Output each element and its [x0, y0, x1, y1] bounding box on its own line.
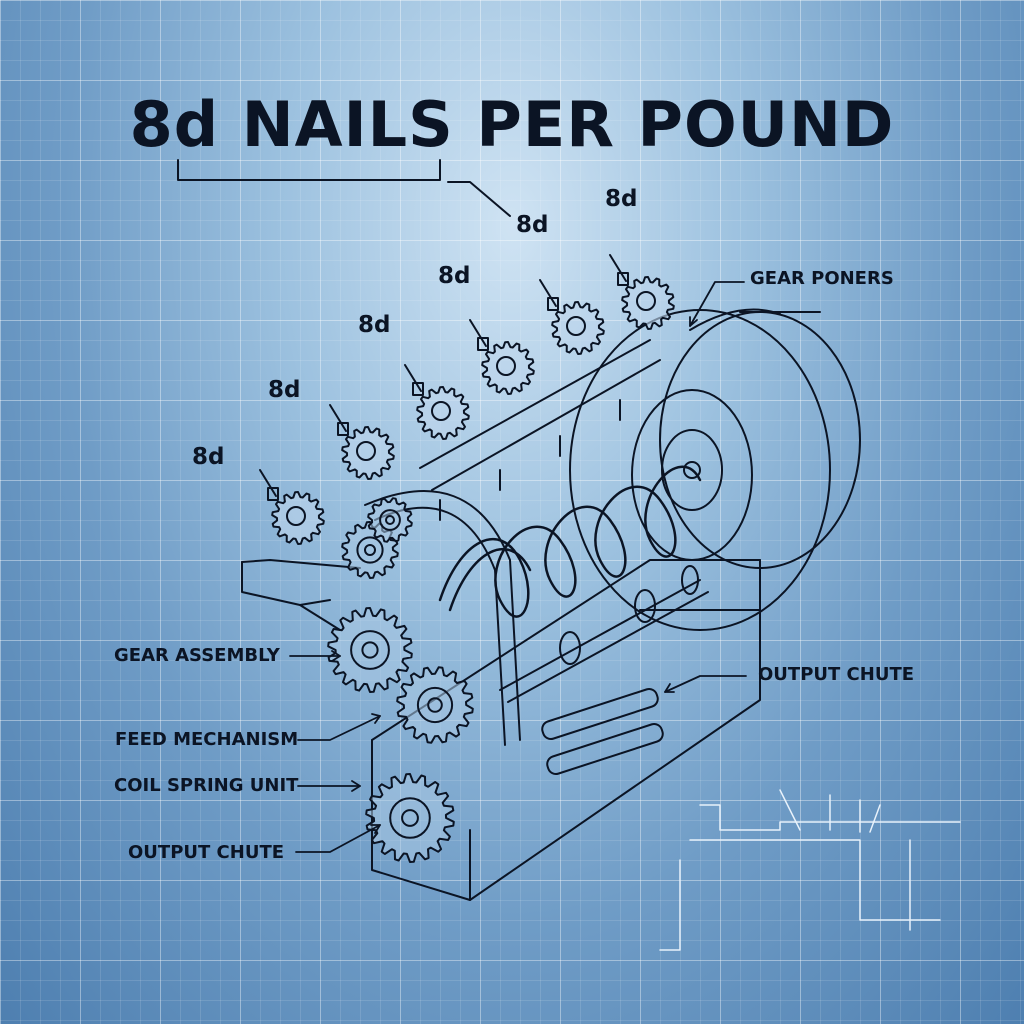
nail-feed-heads	[259, 254, 675, 545]
nail-feed-head	[404, 364, 470, 440]
diagram-title: 8d NAILS PER POUND	[129, 88, 895, 161]
nail-feed-head	[609, 254, 675, 330]
gear-hub	[389, 797, 431, 839]
nail-size-label: 8d	[438, 263, 471, 289]
feed-arm	[241, 559, 361, 631]
nail-size-label: 8d	[516, 212, 549, 238]
callout-output-chute-right: OUTPUT CHUTE	[758, 664, 915, 685]
callout-output-chute-left: OUTPUT CHUTE	[128, 842, 285, 863]
drive-shaft	[499, 565, 709, 703]
gear-poners-leader-line	[689, 308, 781, 331]
gear	[396, 666, 474, 744]
nail-size-label: 8d	[268, 377, 301, 403]
gear-hub	[361, 641, 379, 659]
gear-hub	[350, 630, 390, 670]
guide-arc	[364, 490, 521, 741]
callout-leaders	[289, 281, 747, 853]
callout-gear-assembly: GEAR ASSEMBLY	[114, 645, 280, 666]
drum-housing	[569, 309, 861, 631]
gear-hub	[379, 509, 401, 531]
nail-feed-head	[329, 404, 395, 480]
nail-size-label: 8d	[605, 186, 638, 212]
gear	[367, 497, 413, 543]
nail-size-label: 8d	[192, 444, 225, 470]
title-dimension-line	[177, 159, 511, 217]
nail-feed-head	[259, 469, 325, 545]
gear	[327, 607, 413, 693]
nail-feed-head	[469, 319, 535, 395]
gear-hub	[356, 536, 384, 564]
coil-spring	[438, 465, 702, 618]
gear	[365, 773, 455, 863]
gear-hub	[427, 697, 443, 713]
gear-hub	[364, 544, 376, 556]
callout-feed-mechanism: FEED MECHANISM	[115, 729, 299, 750]
schematic-detail	[659, 789, 961, 951]
gear-hub	[385, 515, 395, 525]
gear-hub	[401, 809, 419, 827]
nail-size-label: 8d	[358, 312, 391, 338]
callout-gear-poners: GEAR PONERS	[750, 268, 894, 289]
nail-feed-head	[539, 279, 605, 355]
gear-hub	[416, 686, 454, 724]
gear-train	[327, 497, 474, 863]
callout-coil-spring-unit: COIL SPRING UNIT	[114, 775, 299, 796]
